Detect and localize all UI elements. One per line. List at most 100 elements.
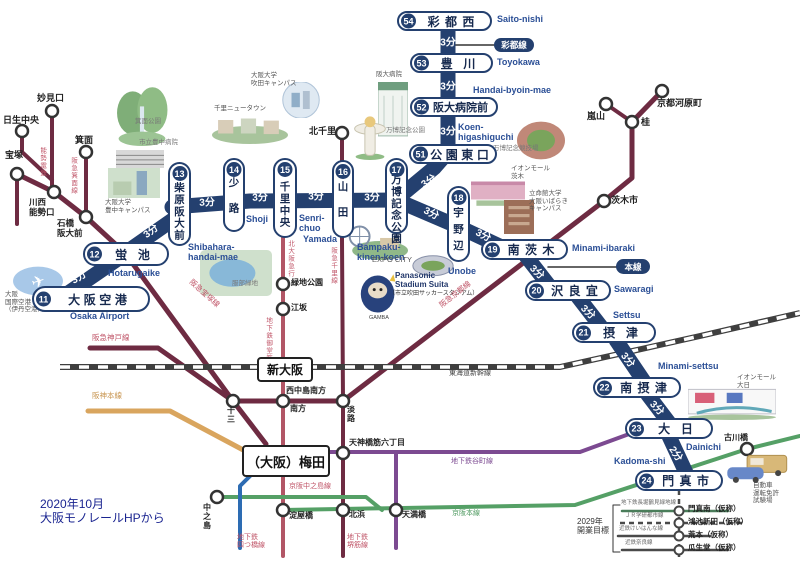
station-romaji-53: Toyokawa <box>497 57 540 67</box>
label-takarazuka: 宝塚 <box>5 150 24 160</box>
station-romaji-22: Minami-settsu <box>658 361 719 371</box>
label-hankyu-minoo-line: 阪急箕面線 <box>69 157 77 195</box>
label-panasonic-stadium: Panasonic Stadium Suita <box>395 271 449 290</box>
tower-of-the-sun-illustration <box>354 114 386 160</box>
label-handai-suita-campus: 大阪大学 吹田キャンパス <box>251 72 297 87</box>
station-romaji-52: Handai-byoin-mae <box>473 85 552 95</box>
label-tenjimbashisuji-6chome: 天神橋筋六丁目 <box>349 438 405 447</box>
label-esaka: 江坂 <box>291 303 307 312</box>
bampaku-stadium-pic-illustration <box>516 118 566 163</box>
label-target-2029: 2029年 開業目標 <box>577 517 609 536</box>
label-uryudo: 瓜生堂（仮称） <box>688 543 741 552</box>
gamba-mascot-illustration <box>356 272 404 316</box>
label-nishinakajima-minamigata: 西中島南方 <box>286 386 326 395</box>
future-station-konoike-shinden <box>673 517 685 529</box>
label-minamikata: 南方 <box>290 404 306 413</box>
station-name: 彩都西 <box>427 14 480 29</box>
label-nissei-chuo: 日生中央 <box>3 115 40 125</box>
station-number: 18 <box>451 190 466 205</box>
station-kyoto-kawaramachi <box>654 83 670 99</box>
station-number: 54 <box>401 13 416 29</box>
station-kawanishi-noseguchi <box>46 184 62 200</box>
station-katsura <box>624 114 640 130</box>
station-romaji-23: Dainichi <box>686 442 722 452</box>
station-number: 20 <box>529 283 544 298</box>
station-romaji-12: Hotarugaike <box>108 268 161 278</box>
label-handai-toyonaka-campus: 大阪大学 豊中キャンパス <box>105 199 151 214</box>
station-romaji-51: Koen- higashiguchi <box>458 122 514 143</box>
label-kadoma-minami: 門真南（仮称） <box>688 504 741 513</box>
station-number: 17 <box>389 162 404 177</box>
station-number: 13 <box>172 166 187 181</box>
station-number: 53 <box>414 55 429 71</box>
station-romaji-17: Bampaku- kinen-koen <box>357 242 405 263</box>
label-juso: 十三 <box>226 406 236 424</box>
station-temmabashi <box>388 502 404 518</box>
station-romaji-15: Senri- chuo <box>299 213 325 234</box>
station-kitahama <box>335 502 351 518</box>
label-nagahori-tsurumi-ryokuchi-line: 地下鉄長堀鶴見緑地線 <box>621 500 677 506</box>
station-ishibashi-handai-mae <box>78 209 94 225</box>
station-ryokuchi-koen <box>275 276 291 292</box>
travel-time-label: 3分 <box>252 192 269 204</box>
travel-time-label: 3分 <box>440 37 456 49</box>
label-kitahama: 北浜 <box>349 510 365 519</box>
travel-time-label: 3分 <box>440 126 456 138</box>
station-number: 19 <box>485 242 500 257</box>
station-number: 15 <box>277 162 293 177</box>
label-tokaido-shinkansen: 東海道新幹線 <box>449 370 491 377</box>
label-tanimachi-line: 地下鉄谷町線 <box>451 458 493 465</box>
label-hankyu-senri-line: 阪急千里線 <box>329 247 337 285</box>
station-name: 柴原阪大前 <box>173 181 185 241</box>
monorail-station-54: 54 彩都西 <box>397 11 492 31</box>
travel-time-label: 3分 <box>199 197 216 209</box>
station-number: 21 <box>576 325 591 340</box>
station-romaji-18: Unobe <box>448 266 476 276</box>
station-name: 山田 <box>336 180 349 232</box>
line-tanimachi <box>316 427 645 454</box>
minoo-park-pic-illustration <box>116 86 168 146</box>
station-romaji-14: Shoji <box>246 214 268 224</box>
future-station-aramoto <box>673 530 685 542</box>
station-name: 阪大病院前 <box>433 102 488 114</box>
station-number: 12 <box>87 246 102 262</box>
station-ibaraki-shi <box>596 193 612 209</box>
hattori-ryokuchi-pic-illustration <box>200 250 272 296</box>
line-nose-dentetsu-branch <box>20 129 54 182</box>
station-name: 南摂津 <box>620 381 673 395</box>
station-name: 公園東口 <box>430 147 493 162</box>
travel-time-label: 3分 <box>440 81 456 93</box>
saito-line-badge: 彩都線 <box>494 38 534 52</box>
station-arashiyama <box>598 96 614 112</box>
label-kita-osaka-kyuko-line: 北大阪急行 <box>286 240 294 278</box>
toyonaka-hospital-pic-illustration <box>116 150 164 168</box>
label-nakanoshima: 中之島 <box>202 503 212 530</box>
station-nissei-chuo <box>14 123 30 139</box>
label-kintetsu-nara-line: 近鉄奈良線 <box>625 540 653 546</box>
station-name: 少路 <box>227 176 240 228</box>
station-romaji-21: Settsu <box>613 310 641 320</box>
station-name: 南茨木 <box>507 243 560 257</box>
station-name: 摂津 <box>603 326 649 340</box>
line-hanshin-main <box>85 408 250 455</box>
label-awaji: 淡路 <box>346 405 356 423</box>
station-minoo <box>78 144 94 160</box>
label-kyoto-kawaramachi: 京都河原町 <box>657 98 703 108</box>
label-ritsumeikan-campus: 立命館大学 大阪いばらき キャンパス <box>529 190 568 213</box>
station-number: 51 <box>413 146 428 162</box>
label-expo-city: EXPO CITY <box>372 255 413 264</box>
label-handai-hospital: 阪大病院 <box>376 71 402 78</box>
station-number: 23 <box>629 421 644 436</box>
label-aramoto: 荒本（仮称） <box>688 530 733 539</box>
station-number: 16 <box>335 164 351 179</box>
